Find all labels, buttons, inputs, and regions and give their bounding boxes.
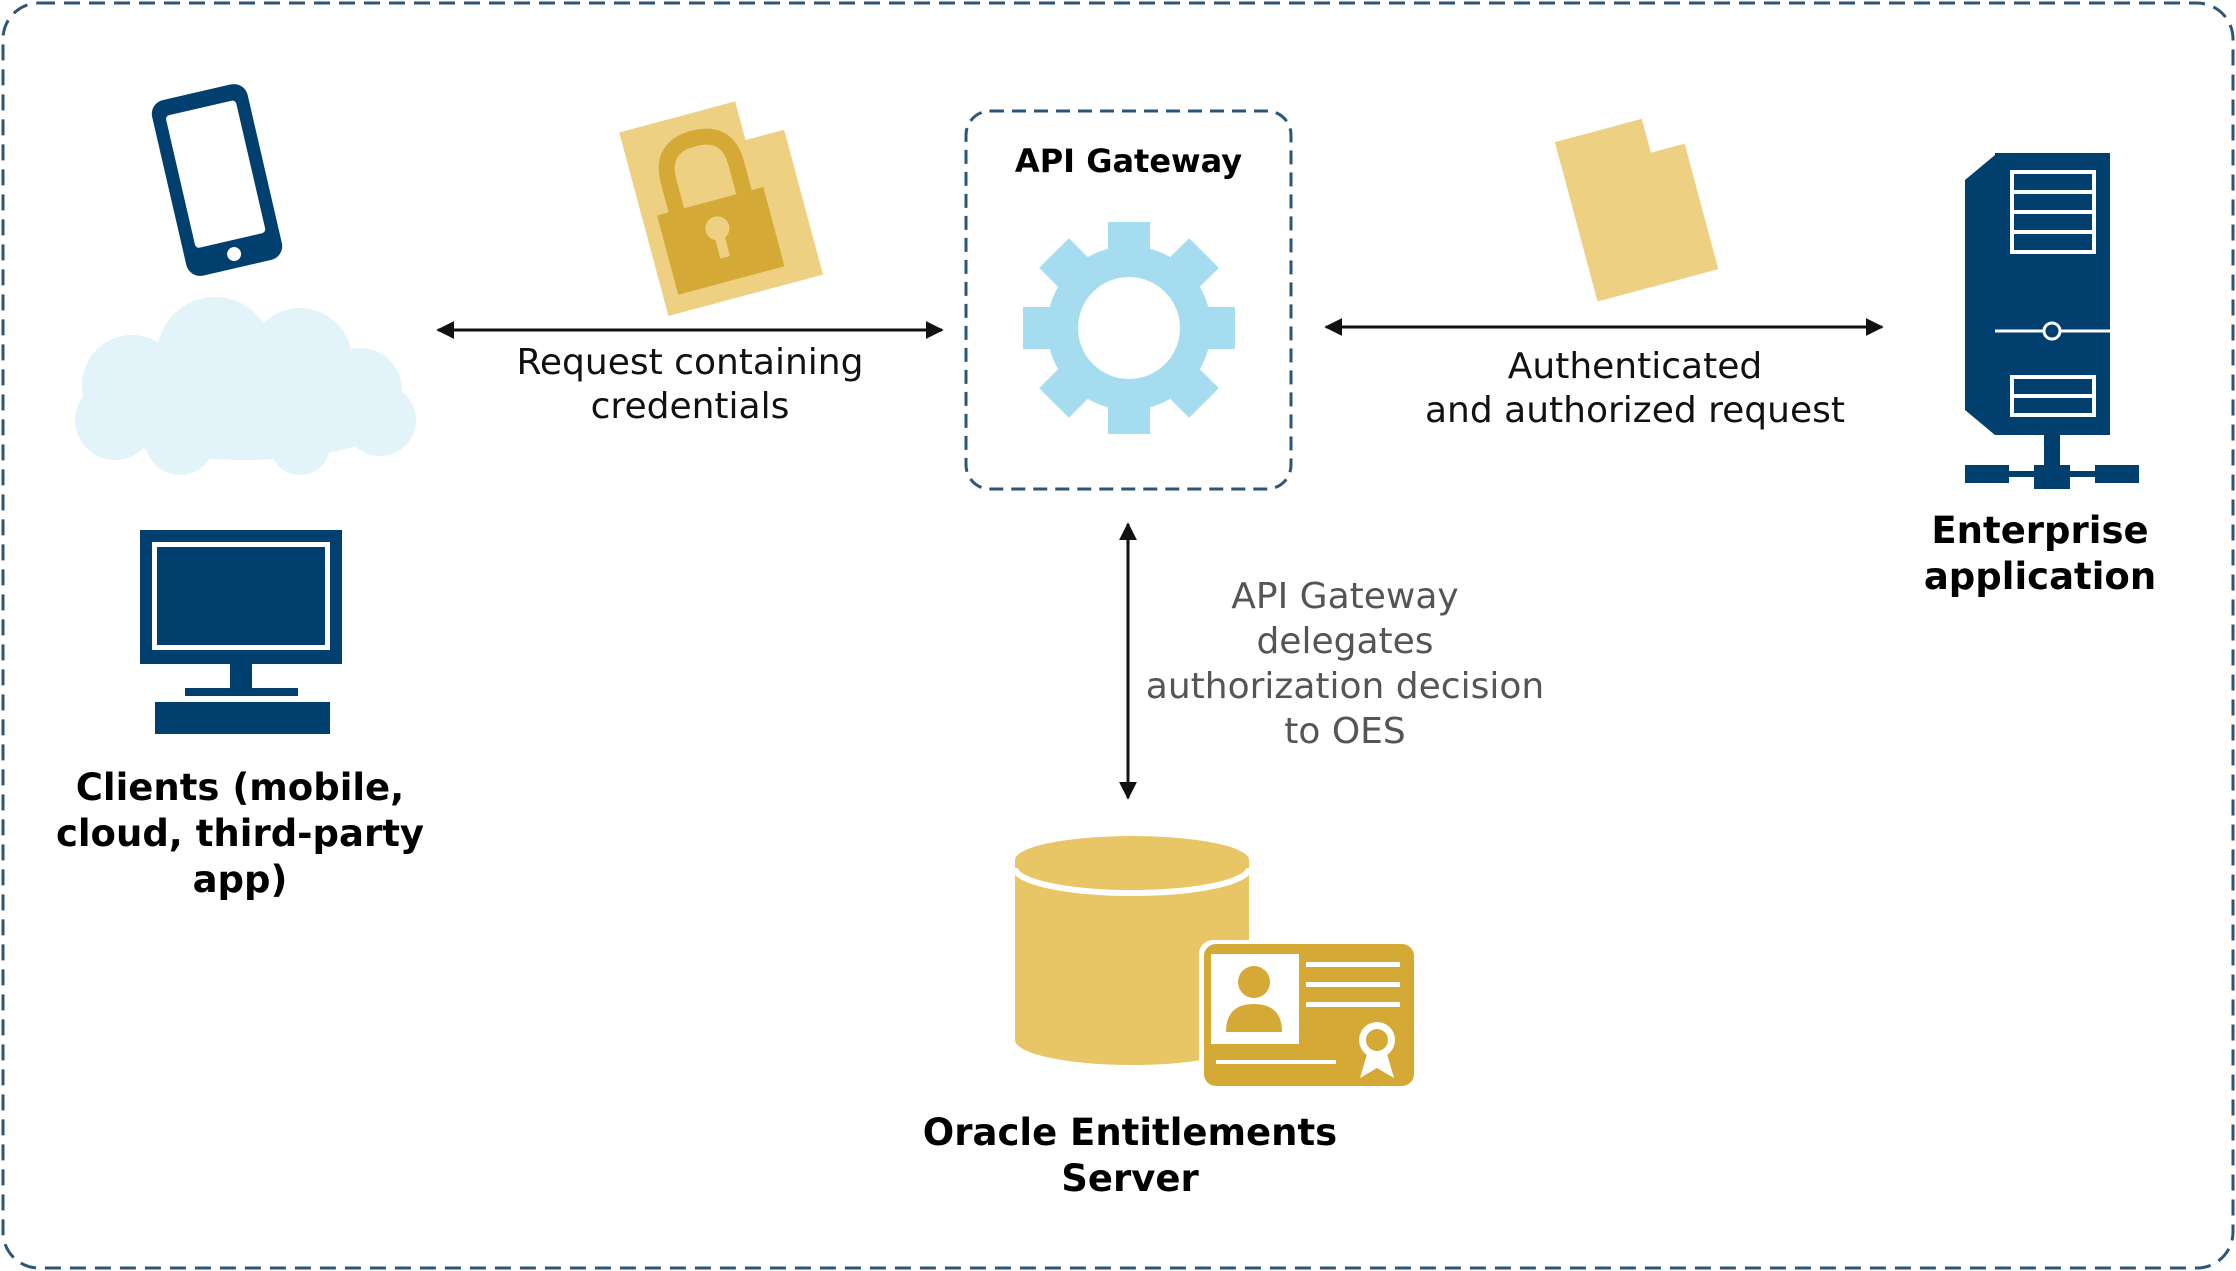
delegation-label-line-2: delegates (1256, 621, 1434, 662)
clients-label: Clients (mobile, cloud, third-party app) (15, 765, 465, 903)
clients-label-line-2: cloud, third-party (55, 812, 425, 855)
request-label-line-1: Request containing (516, 342, 864, 383)
delegation-label-line-3: authorization decision (1145, 666, 1545, 707)
mobile-phone-icon (151, 84, 283, 276)
gear-icon (1023, 222, 1235, 434)
enterprise-label-line-1: Enterprise (1931, 509, 2149, 552)
oes-label: Oracle Entitlements Server (830, 1110, 1430, 1202)
request-label-line-2: credentials (590, 386, 790, 427)
clients-label-line-3: app) (192, 858, 288, 901)
id-card-icon (1199, 940, 1414, 1088)
database-icon (1012, 836, 1252, 1065)
enterprise-label: Enterprise application (1880, 508, 2200, 600)
authorized-label-line-2: and authorized request (1425, 390, 1845, 431)
delegation-label-line-4: to OES (1284, 711, 1406, 752)
authorized-label: Authenticated and authorized request (1380, 345, 1890, 433)
enterprise-label-line-2: application (1923, 555, 2157, 598)
desktop-computer-icon (140, 530, 342, 734)
api-gateway-box (964, 109, 1293, 491)
delegation-label: API Gateway delegates authorization deci… (1110, 574, 1580, 754)
document-icon (1554, 118, 1719, 302)
delegation-label-line-1: API Gateway (1231, 576, 1459, 617)
authorized-label-line-1: Authenticated (1507, 346, 1763, 387)
clients-label-line-1: Clients (mobile, (75, 766, 405, 809)
locked-document-icon (619, 101, 823, 317)
oes-label-line-1: Oracle Entitlements (922, 1111, 1338, 1154)
api-gateway-title: API Gateway (1014, 142, 1243, 180)
server-tower-icon (1965, 153, 2139, 489)
cloud-icon (75, 297, 416, 475)
oes-label-line-2: Server (1061, 1157, 1199, 1200)
request-label: Request containing credentials (450, 341, 930, 429)
